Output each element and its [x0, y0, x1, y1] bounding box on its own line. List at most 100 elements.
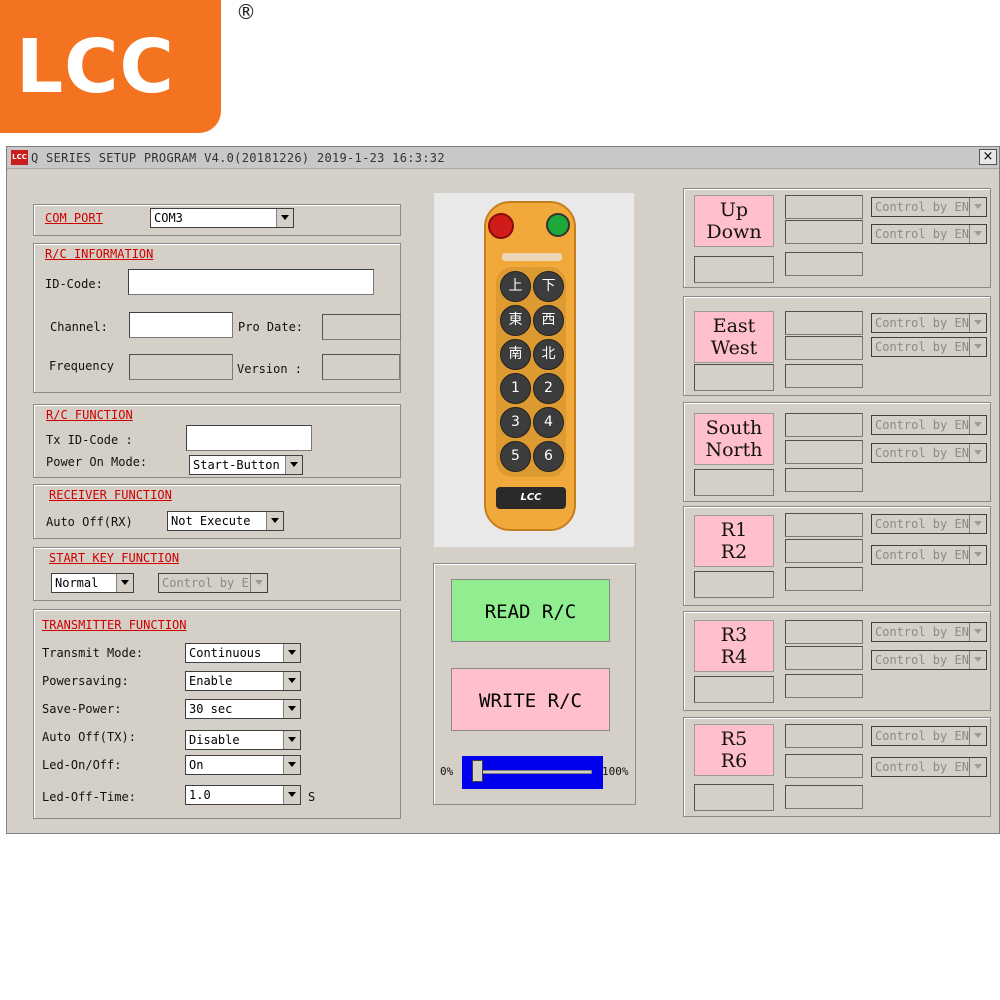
relay-control-select[interactable]: Control by EN: [871, 757, 987, 777]
auto-off-rx-label: Auto Off(RX): [46, 515, 133, 529]
chevron-down-icon[interactable]: [969, 444, 986, 462]
chevron-down-icon[interactable]: [283, 756, 300, 774]
relay-control-select[interactable]: Control by EN: [871, 313, 987, 333]
relay-button-r1-r2[interactable]: R1 R2: [694, 515, 774, 567]
action-panel: READ R/C WRITE R/C 0% 100%: [433, 563, 636, 805]
relay-label-1: R3: [720, 624, 748, 646]
relay-control-select[interactable]: Control by EN: [871, 337, 987, 357]
version-field: [322, 354, 400, 380]
window-title: Q SERIES SETUP PROGRAM V4.0(20181226) 20…: [31, 151, 445, 165]
chevron-down-icon[interactable]: [969, 623, 986, 641]
relay-button-east-west[interactable]: East West: [694, 311, 774, 363]
chevron-down-icon[interactable]: [116, 574, 133, 592]
powersaving-select[interactable]: Enable: [185, 671, 301, 691]
chevron-down-icon[interactable]: [969, 727, 986, 745]
chevron-down-icon[interactable]: [250, 574, 267, 592]
chevron-down-icon[interactable]: [283, 731, 300, 749]
chevron-down-icon[interactable]: [266, 512, 283, 530]
id-code-input[interactable]: [128, 269, 374, 295]
relay-field: [785, 513, 863, 537]
slider-track: [476, 770, 592, 774]
relay-control-select[interactable]: Control by EN: [871, 197, 987, 217]
relay-label-2: R6: [720, 750, 748, 772]
relay-label-2: R2: [720, 541, 748, 563]
relay-button-r5-r6[interactable]: R5 R6: [694, 724, 774, 776]
keypad-area: 上 下 東 西 南 北 1 2 3 4 5 6: [496, 267, 566, 477]
power-on-mode-select[interactable]: Start-Button: [189, 455, 303, 475]
slider-thumb[interactable]: [472, 760, 483, 782]
start-key-mode-value: Normal: [55, 576, 99, 590]
chevron-down-icon[interactable]: [969, 758, 986, 776]
relay-button-up-down[interactable]: Up Down: [694, 195, 774, 247]
chevron-down-icon[interactable]: [276, 209, 293, 227]
powersaving-value: Enable: [189, 674, 233, 688]
close-button[interactable]: ×: [979, 149, 997, 165]
relay-control-select[interactable]: Control by EN: [871, 650, 987, 670]
start-key-function-title: START KEY FUNCTION: [49, 551, 180, 565]
relay-button-r3-r4[interactable]: R3 R4: [694, 620, 774, 672]
chevron-down-icon[interactable]: [969, 416, 986, 434]
relay-status-field: [694, 571, 774, 598]
tx-id-code-input[interactable]: [186, 425, 312, 451]
chevron-down-icon[interactable]: [285, 456, 302, 474]
chevron-down-icon[interactable]: [969, 515, 986, 533]
relay-status-field: [694, 364, 774, 391]
relay-control-value: Control by EN: [875, 653, 969, 667]
led-on-off-select[interactable]: On: [185, 755, 301, 775]
app-icon: LCC: [11, 150, 28, 165]
save-power-label: Save-Power:: [42, 702, 122, 716]
start-key-function-group: START KEY FUNCTION Normal Control by E: [33, 547, 401, 601]
relay-control-select[interactable]: Control by EN: [871, 622, 987, 642]
save-power-value: 30 sec: [189, 702, 233, 716]
relay-control-value: Control by EN: [875, 729, 969, 743]
chevron-down-icon[interactable]: [283, 786, 300, 804]
chevron-down-icon[interactable]: [283, 672, 300, 690]
relay-control-select[interactable]: Control by EN: [871, 443, 987, 463]
auto-off-tx-select[interactable]: Disable: [185, 730, 301, 750]
chevron-down-icon[interactable]: [969, 546, 986, 564]
relay-button-south-north[interactable]: South North: [694, 413, 774, 465]
chevron-down-icon[interactable]: [283, 700, 300, 718]
rc-function-group: R/C FUNCTION Tx ID-Code : Power On Mode:…: [33, 404, 401, 478]
relay-label-2: North: [705, 439, 763, 461]
chevron-down-icon[interactable]: [283, 644, 300, 662]
read-rc-button[interactable]: READ R/C: [451, 579, 610, 642]
id-code-label: ID-Code:: [45, 277, 103, 291]
pro-date-field: [322, 314, 401, 340]
relay-control-select[interactable]: Control by EN: [871, 514, 987, 534]
slider-min-label: 0%: [440, 765, 454, 778]
relay-control-select[interactable]: Control by EN: [871, 415, 987, 435]
relay-field: [785, 724, 863, 748]
chevron-down-icon[interactable]: [969, 225, 986, 243]
save-power-select[interactable]: 30 sec: [185, 699, 301, 719]
auto-off-rx-value: Not Execute: [171, 514, 251, 528]
chevron-down-icon[interactable]: [969, 651, 986, 669]
title-bar: LCC Q SERIES SETUP PROGRAM V4.0(20181226…: [7, 147, 999, 169]
logo-text: LCC: [16, 24, 175, 110]
write-rc-button[interactable]: WRITE R/C: [451, 668, 610, 731]
start-key-mode-select[interactable]: Normal: [51, 573, 134, 593]
lcc-logo: LCC: [0, 0, 221, 133]
remote-key: 下: [533, 271, 564, 302]
chevron-down-icon[interactable]: [969, 338, 986, 356]
relay-control-select[interactable]: Control by EN: [871, 545, 987, 565]
channel-input[interactable]: [129, 312, 233, 338]
led-off-time-value: 1.0: [189, 788, 211, 802]
chevron-down-icon[interactable]: [969, 198, 986, 216]
remote-key: 南: [500, 339, 531, 370]
relay-control-select[interactable]: Control by EN: [871, 726, 987, 746]
relay-label-1: Up: [719, 199, 749, 221]
start-key-control-select[interactable]: Control by E: [158, 573, 268, 593]
progress-slider[interactable]: [462, 756, 603, 789]
relay-group-east-west: East West Control by EN Control by EN: [683, 296, 991, 396]
start-key-control-value: Control by E: [162, 576, 249, 590]
transmit-mode-select[interactable]: Continuous: [185, 643, 301, 663]
led-off-time-select[interactable]: 1.0: [185, 785, 301, 805]
relay-label-2: Down: [706, 221, 762, 243]
relay-field: [785, 220, 863, 244]
relay-group-r5-r6: R5 R6 Control by EN Control by EN: [683, 717, 991, 817]
chevron-down-icon[interactable]: [969, 314, 986, 332]
com-port-select[interactable]: COM3: [150, 208, 294, 228]
relay-control-select[interactable]: Control by EN: [871, 224, 987, 244]
auto-off-rx-select[interactable]: Not Execute: [167, 511, 284, 531]
